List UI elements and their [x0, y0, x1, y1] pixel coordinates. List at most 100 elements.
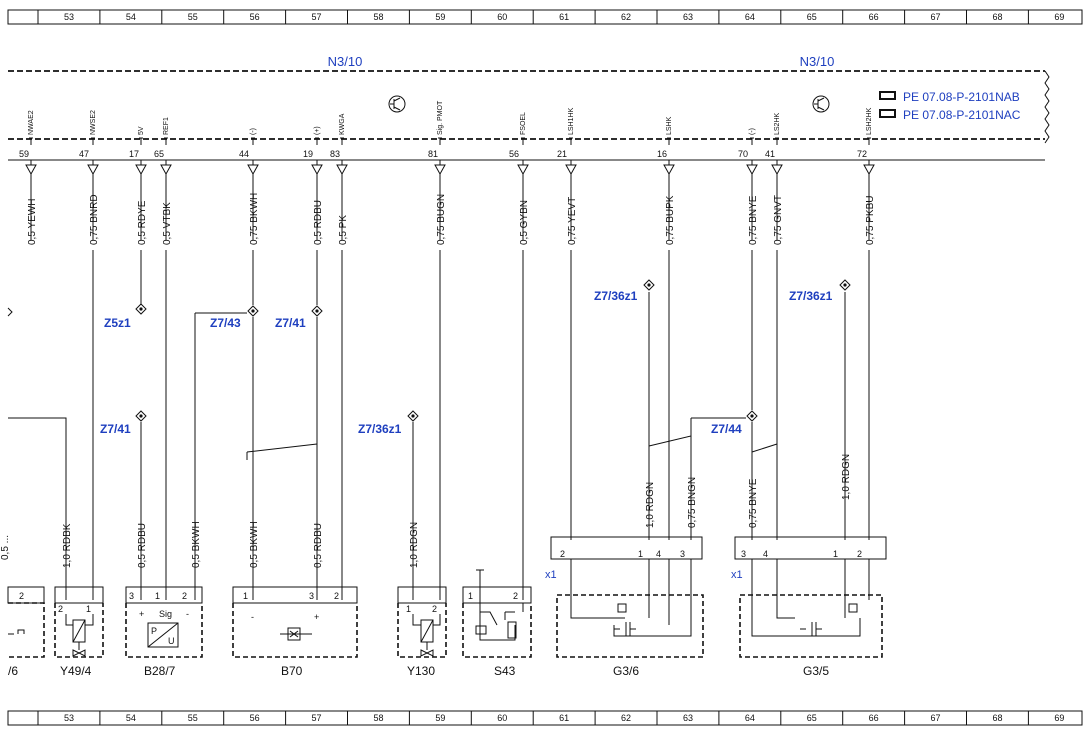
transistor-icon: [812, 95, 830, 113]
wire-label: 0,75 BNYE: [748, 195, 759, 245]
grid-number: 55: [188, 713, 198, 723]
splice-node[interactable]: [746, 410, 758, 422]
connector-arrow-icon: [135, 160, 147, 178]
component-y49-4-solenoid: 2 1 Y49/4: [54, 586, 104, 678]
grid-number: 68: [992, 713, 1002, 723]
svg-text:Y130: Y130: [407, 664, 435, 678]
grid-number: 54: [126, 713, 136, 723]
grid-number: 69: [1054, 713, 1064, 723]
splice-node[interactable]: [135, 410, 147, 422]
grid-number: 65: [807, 713, 817, 723]
splice-node[interactable]: [643, 279, 655, 291]
splice-label: Z7/43: [210, 316, 241, 330]
grid-number: 60: [497, 12, 507, 22]
wire-label: 0,5 YEWH: [27, 199, 38, 246]
connector-arrow-icon: [247, 160, 259, 178]
splice-node[interactable]: [839, 279, 851, 291]
pin-stub: [91, 137, 95, 145]
svg-text:S43: S43: [494, 664, 516, 678]
svg-text:2: 2: [857, 549, 862, 559]
signal-label: KWGA: [339, 113, 346, 135]
grid-number: 58: [373, 12, 383, 22]
svg-text:B28/7: B28/7: [144, 664, 176, 678]
svg-text:2: 2: [560, 549, 565, 559]
svg-text:2: 2: [513, 591, 518, 601]
ecu-label-left: N3/10: [328, 54, 363, 69]
bottom-grid-ruler: [7, 710, 1083, 726]
signal-label: NWAE2: [28, 110, 35, 135]
wire-label: 0,75 YEVT: [567, 197, 578, 245]
pin-stub: [667, 137, 671, 145]
svg-text:2: 2: [19, 591, 24, 601]
svg-text:3: 3: [680, 549, 685, 559]
pin-stub: [775, 137, 779, 145]
pin-stub: [438, 137, 442, 145]
grid-number: 54: [126, 12, 136, 22]
wire-label: 0,75 GNVT: [773, 195, 784, 245]
wire-label: 0,75 BUGN: [436, 194, 447, 245]
pin-stub: [164, 137, 168, 145]
grid-number: 58: [373, 713, 383, 723]
svg-text:-: -: [251, 612, 254, 622]
pin-column: LSH1HK 21 0,75 YEVT: [557, 107, 578, 245]
connector-arrow-icon: [517, 160, 529, 178]
pin-number: 19: [303, 149, 313, 159]
connector-arrow-icon: [863, 160, 875, 178]
splice-node[interactable]: [135, 303, 147, 315]
component-g3-5-o2-sensor: G3/5: [739, 594, 883, 678]
svg-text:PE 07.08-P-2101NAB: PE 07.08-P-2101NAB: [903, 90, 1020, 104]
splice-node[interactable]: [247, 305, 259, 317]
pin-number: 47: [79, 149, 89, 159]
grid-number: 65: [807, 12, 817, 22]
pin-stub: [139, 137, 143, 145]
pin-number: 16: [657, 149, 667, 159]
splice-node[interactable]: [407, 410, 419, 422]
connector-arrow-icon: [771, 160, 783, 178]
splice-label: Z7/36z1: [789, 289, 833, 303]
wire-label: 1,0 RDGN: [409, 522, 420, 568]
pin-stub: [521, 137, 525, 145]
svg-text:+: +: [139, 609, 144, 619]
grid-number: 63: [683, 713, 693, 723]
pin-number: 44: [239, 149, 249, 159]
reference-link-nab[interactable]: PE 07.08-P-2101NAB: [879, 90, 1020, 104]
splice-label: Z7/41: [275, 316, 306, 330]
wire-label: 0,5 PK: [338, 215, 349, 245]
reference-link-nac[interactable]: PE 07.08-P-2101NAC: [879, 108, 1021, 122]
connector-arrow-icon: [746, 160, 758, 178]
splice-nodes: [135, 279, 851, 422]
splice-label: Z7/41: [100, 422, 131, 436]
wire-label: 0,5 VTBK: [162, 202, 173, 245]
connector-arrow-icon: [336, 160, 348, 178]
grid-number: 61: [559, 12, 569, 22]
svg-text:P: P: [151, 626, 157, 636]
svg-text:1: 1: [468, 591, 473, 601]
wire-label: 0,75 BNYE: [748, 478, 759, 528]
svg-text:1: 1: [155, 591, 160, 601]
signal-label: FSOEL: [520, 112, 527, 135]
connector-arrow-icon: [311, 160, 323, 178]
connector-x1-left: x1 2 1 4 3: [545, 536, 703, 581]
ecu-label-right: N3/10: [800, 54, 835, 69]
pin-number: 70: [738, 149, 748, 159]
svg-text:/6: /6: [8, 664, 18, 678]
svg-text:2: 2: [334, 591, 339, 601]
grid-number: 62: [621, 12, 631, 22]
svg-text:3: 3: [741, 549, 746, 559]
grid-number: 67: [931, 12, 941, 22]
component-s43-switch: 1 2 S43: [462, 569, 532, 678]
pin-stub: [750, 137, 754, 145]
pin-number: 21: [557, 149, 567, 159]
connector-arrow-icon: [434, 160, 446, 178]
splice-node[interactable]: [311, 305, 323, 317]
signal-label: REF1: [163, 117, 170, 135]
splice-label: Z7/44: [711, 422, 742, 436]
signal-label: LSH1HK: [568, 107, 575, 135]
